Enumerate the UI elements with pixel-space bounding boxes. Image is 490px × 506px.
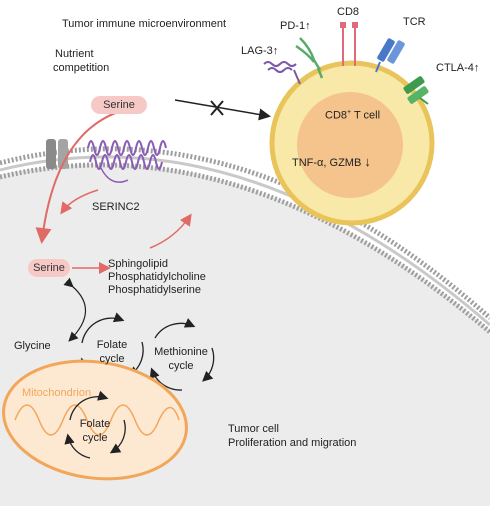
methionine-cycle-icon	[149, 318, 215, 391]
down-arrow-icon: ↓	[364, 154, 371, 169]
tumor-cell-membrane-inner	[0, 162, 490, 334]
methionine-cycle-label-1: Methionine	[154, 346, 208, 358]
folate-cycle-1-label-1: Folate	[96, 339, 128, 351]
tcr-receptor-label: TCR	[403, 16, 426, 28]
tcell-label-sup: +	[347, 109, 352, 116]
folate-cycle-2-label-2: cycle	[82, 432, 108, 444]
ctla4-up-arrow-icon: ↑	[473, 62, 480, 74]
lag3-receptor-label: LAG-3↑	[241, 45, 278, 58]
serine-uptake-arrow	[35, 111, 119, 244]
product-sphingolipid: Sphingolipid	[108, 258, 168, 270]
methionine-cycle-label-2: cycle	[168, 360, 194, 372]
cd8-receptor-label: CD8	[337, 6, 360, 18]
tcell-label: CD8+ T cell	[325, 106, 380, 123]
serinc2-to-serine-arrow	[60, 189, 99, 215]
tumor-cell-membrane-outer	[0, 146, 490, 320]
lipids-to-membrane-arrow	[149, 213, 192, 249]
tcell-label-cd8: CD8	[325, 109, 348, 122]
product-phosphatidylcholine: Phosphatidylcholine	[108, 271, 206, 283]
folate-cycle-2-label-1: Folate	[79, 418, 111, 430]
pd1-receptor-label: PD-1↑	[280, 20, 311, 33]
nutrient-competition-label-2: competition	[53, 62, 110, 74]
diagram-title: Tumor immune microenvironment	[62, 18, 227, 30]
lag3-up-arrow-icon: ↑	[272, 45, 279, 57]
cd8-t-cell	[269, 60, 435, 226]
pd1-up-arrow-icon: ↑	[305, 20, 311, 32]
cytokines-label: TNF-α, GZMB ↓	[292, 155, 371, 170]
nutrient-competition-arrow	[174, 99, 271, 121]
lag3-receptor-icon	[263, 61, 301, 85]
serinc2-label: SERINC2	[92, 201, 140, 213]
tcr-receptor-icon	[375, 38, 405, 73]
blocked-x-icon	[210, 100, 224, 116]
product-phosphatidylserine: Phosphatidylserine	[108, 284, 201, 296]
tumor-cell-sublabel: Proliferation and migration	[228, 437, 357, 449]
serine-glycine-arrow	[63, 277, 87, 342]
mitochondrion-label: Mitochondrion	[22, 387, 92, 399]
ctla4-receptor-icon	[403, 76, 429, 105]
ctla4-receptor-label: CTLA-4↑	[436, 62, 479, 75]
serine-transporter-icon	[46, 139, 68, 169]
glycine-label: Glycine	[14, 340, 51, 352]
tumor-cell-label: Tumor cell	[228, 423, 279, 435]
cd8-receptor-icon	[340, 22, 358, 66]
serine-outer-pill: Serine	[91, 96, 147, 114]
serinc2-protein-icon	[87, 140, 167, 183]
ctla4-text: CTLA-4	[436, 62, 474, 74]
tcell-label-suffix: T cell	[351, 109, 381, 122]
pd1-receptor-icon	[295, 37, 324, 79]
cytokines-text: TNF-α, GZMB	[292, 157, 362, 169]
folate-cycle-2-icon	[64, 390, 126, 459]
folate-cycle-1-label-2: cycle	[99, 353, 125, 365]
pd1-text: PD-1	[280, 20, 306, 32]
serine-inner-pill: Serine	[28, 259, 70, 277]
nutrient-competition-label-1: Nutrient	[55, 48, 94, 60]
lag3-text: LAG-3	[241, 45, 273, 57]
mitochondrion-icon	[2, 359, 188, 481]
